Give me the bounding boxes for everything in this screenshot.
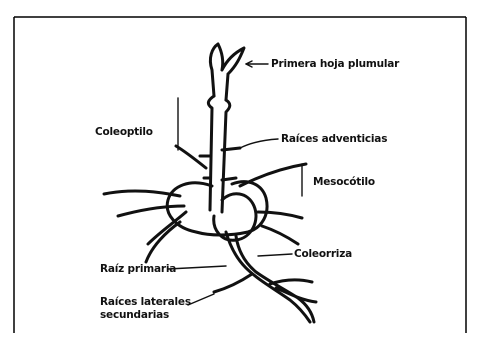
pointer-raiz-primaria xyxy=(168,266,226,269)
label-coleoptilo: Coleoptilo xyxy=(95,126,153,138)
label-raiz-primaria: Raíz primaria xyxy=(100,263,176,275)
lateral-root-left-2 xyxy=(118,206,184,216)
label-raices-laterales: Raíces laterales xyxy=(100,296,191,308)
label-secundarias: secundarias xyxy=(100,309,169,321)
plumule-leaf xyxy=(210,44,244,100)
lateral-root-left-1 xyxy=(104,191,180,196)
label-coleorriza: Coleorriza xyxy=(294,248,352,260)
adventitious-root-stubs xyxy=(200,148,240,180)
pointer-raices-laterales xyxy=(188,294,214,305)
coleoptile-stem xyxy=(208,96,229,212)
pointer-coleorriza xyxy=(258,254,292,256)
pointer-raices-adventicias xyxy=(240,139,278,148)
lateral-root-right-1 xyxy=(240,164,306,186)
lateral-root-right-3 xyxy=(262,226,298,244)
label-mesocotilo: Mesocótilo xyxy=(313,176,375,188)
secondary-root-3 xyxy=(214,274,252,292)
label-primera-hoja-plumular: Primera hoja plumular xyxy=(271,58,399,70)
label-raices-adventicias: Raíces adventicias xyxy=(281,133,387,145)
secondary-root-1 xyxy=(270,280,312,284)
lateral-root-left-3 xyxy=(148,212,186,244)
